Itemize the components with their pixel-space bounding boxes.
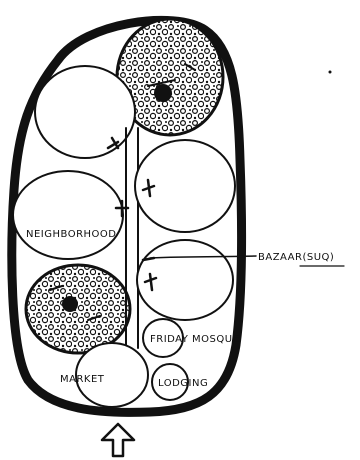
arrow-up-icon (102, 424, 134, 456)
label-market: MARKET (60, 374, 105, 385)
label-friday-mosque: FRIDAY MOSQUE (150, 334, 239, 345)
label-neighborhood: NEIGHBORHOOD (26, 229, 116, 240)
neighborhood-top-left (35, 66, 135, 158)
dense-residential-bottom (26, 265, 130, 353)
label-lodging: LODGING (158, 378, 208, 389)
stray-dot (329, 71, 332, 74)
neighborhood-middle-left (13, 171, 123, 259)
label-bazaar: BAZAAR(SUQ) (258, 252, 334, 263)
